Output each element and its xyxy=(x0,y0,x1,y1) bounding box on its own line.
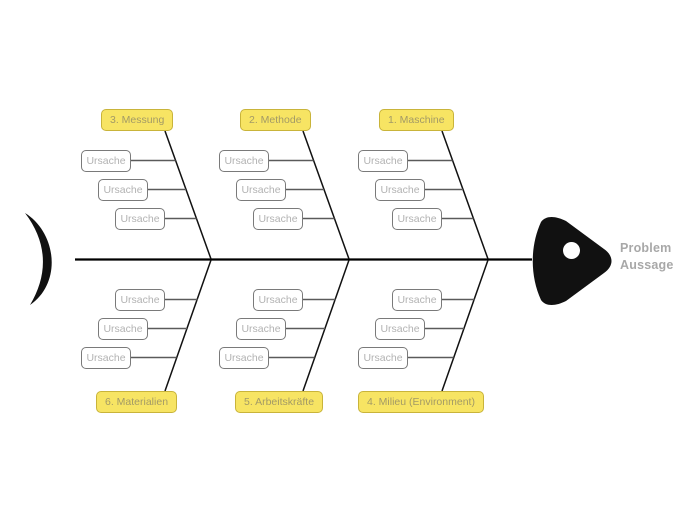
cause-node-methode-2[interactable]: Ursache xyxy=(236,179,286,201)
category-node-methode[interactable]: 2. Methode xyxy=(240,109,311,131)
bone-milieu xyxy=(441,259,489,392)
cause-node-milieu-3[interactable]: Ursache xyxy=(358,347,408,369)
problem-statement: Problem Aussage xyxy=(620,240,674,274)
cause-node-milieu-2[interactable]: Ursache xyxy=(375,318,425,340)
cause-node-arbeitskraefte-2[interactable]: Ursache xyxy=(236,318,286,340)
category-node-materialien[interactable]: 6. Materialien xyxy=(96,391,178,413)
category-node-arbeitskraefte[interactable]: 5. Arbeitskräfte xyxy=(235,391,324,413)
cause-node-materialien-3[interactable]: Ursache xyxy=(81,347,131,369)
category-node-messung[interactable]: 3. Messung xyxy=(101,109,174,131)
cause-node-messung-1[interactable]: Ursache xyxy=(81,150,131,172)
fish-eye-icon xyxy=(563,242,580,259)
cause-node-maschine-3[interactable]: Ursache xyxy=(392,208,442,230)
bone-maschine xyxy=(441,130,489,260)
cause-node-arbeitskraefte-3[interactable]: Ursache xyxy=(219,347,269,369)
category-node-maschine[interactable]: 1. Maschine xyxy=(379,109,454,131)
cause-node-materialien-1[interactable]: Ursache xyxy=(115,289,165,311)
problem-statement-line-1: Problem xyxy=(620,241,672,255)
fish-tail-icon xyxy=(25,213,52,305)
bone-methode xyxy=(302,130,350,260)
cause-node-maschine-2[interactable]: Ursache xyxy=(375,179,425,201)
cause-node-messung-2[interactable]: Ursache xyxy=(98,179,148,201)
bone-messung xyxy=(164,130,212,260)
fish-head-icon xyxy=(532,217,612,305)
bone-materialien xyxy=(164,259,212,392)
cause-node-methode-3[interactable]: Ursache xyxy=(253,208,303,230)
bone-arbeitskraefte xyxy=(302,259,350,392)
cause-node-arbeitskraefte-1[interactable]: Ursache xyxy=(253,289,303,311)
cause-node-methode-1[interactable]: Ursache xyxy=(219,150,269,172)
cause-node-messung-3[interactable]: Ursache xyxy=(115,208,165,230)
cause-node-materialien-2[interactable]: Ursache xyxy=(98,318,148,340)
problem-statement-line-2: Aussage xyxy=(620,257,674,272)
cause-node-milieu-1[interactable]: Ursache xyxy=(392,289,442,311)
cause-node-maschine-1[interactable]: Ursache xyxy=(358,150,408,172)
category-node-milieu[interactable]: 4. Milieu (Environment) xyxy=(358,391,484,413)
